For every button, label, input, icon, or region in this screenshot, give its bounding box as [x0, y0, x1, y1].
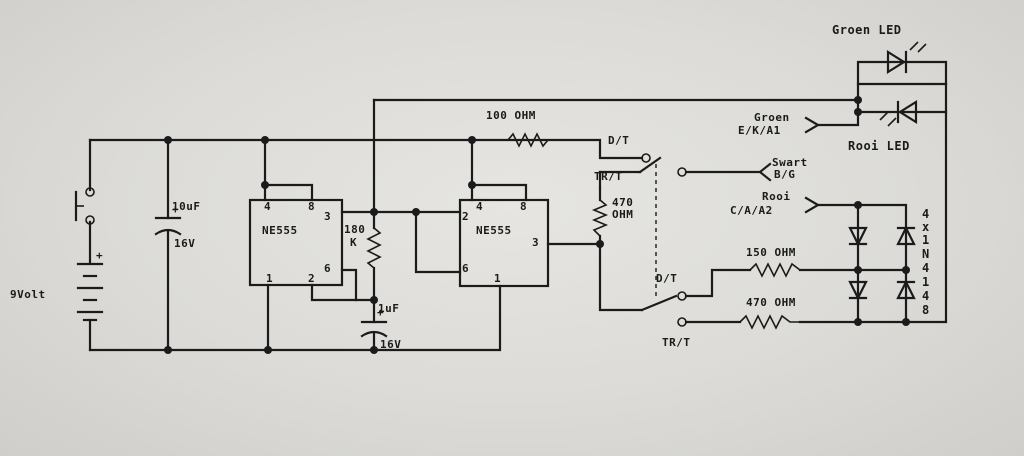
green-led [886, 41, 927, 74]
label-green-led: Groen LED [832, 23, 902, 37]
label-100-ohm: 100 OHM [486, 109, 536, 122]
red-led [879, 100, 918, 127]
ic1-pin-4: 4 [264, 200, 271, 213]
ic1-body [248, 198, 344, 287]
label-diode-code-0: 4 [922, 207, 930, 221]
labels: Groen LED Rooi LED 100 OHM D/T Groen E/K… [10, 23, 930, 351]
label-180k-unit: K [350, 236, 357, 249]
label-rooi-connector-pins: C/A/A2 [730, 204, 773, 217]
ic2-pin-1: 1 [494, 272, 501, 285]
connector-groen [804, 116, 821, 134]
ic2-pin-3: 3 [532, 236, 539, 249]
label-cap2-value: 1uF [378, 302, 399, 315]
diode-bridge [848, 225, 916, 301]
ic2-pin-6: 6 [462, 262, 469, 275]
label-groen-connector: Groen [754, 111, 790, 124]
resistor-100-ohm [507, 132, 549, 148]
svg-text:+: + [96, 249, 103, 262]
label-dt-bottom: D/T [656, 272, 677, 285]
battery-symbol: + [76, 249, 104, 322]
label-470-vertical-unit: OHM [612, 208, 633, 221]
label-180k: 180 [344, 223, 365, 236]
ic2-body [458, 198, 550, 288]
label-swart-connector-pins: B/G [774, 168, 795, 181]
junction-dots [164, 96, 910, 354]
capacitor-1uf: + [360, 306, 388, 338]
resistor-150-ohm [749, 262, 801, 278]
label-groen-connector-pins: E/K/A1 [738, 124, 781, 137]
label-470-vertical: 470 [612, 196, 633, 209]
label-swart-connector: Swart [772, 156, 808, 169]
connector-rooi [804, 196, 821, 214]
label-cap1-value: 10uF [172, 200, 201, 213]
connector-swart [758, 162, 772, 182]
ic2-pin-2: 2 [462, 210, 469, 223]
capacitor-10uf: + [154, 203, 182, 236]
resistor-470-ohm-vertical [591, 199, 609, 237]
ic1-pin-6: 6 [324, 262, 331, 275]
label-diode-code-6: 4 [922, 289, 930, 303]
label-150-ohm: 150 OHM [746, 246, 796, 259]
ic2-pin-4: 4 [476, 200, 483, 213]
label-diode-code-2: 1 [922, 233, 930, 247]
switch-bottom [640, 291, 687, 327]
ic2-pin-8: 8 [520, 200, 527, 213]
wires [88, 60, 948, 352]
ic1-pin-1: 1 [266, 272, 273, 285]
label-rooi-connector: Rooi [762, 190, 791, 203]
ic1-pin-2: 2 [308, 272, 315, 285]
label-trt-top: TR/T [594, 170, 623, 183]
label-rooi-led: Rooi LED [848, 139, 910, 153]
ic1-pin-8: 8 [308, 200, 315, 213]
label-dt-top: D/T [608, 134, 629, 147]
svg-text:+: + [172, 203, 179, 216]
label-ic2: NE555 [476, 224, 512, 237]
svg-text:+: + [377, 306, 384, 319]
label-diode-code-7: 8 [922, 303, 930, 317]
push-switch [74, 187, 95, 225]
label-battery: 9Volt [10, 288, 46, 301]
label-trt-bottom: TR/T [662, 336, 691, 349]
label-diode-code-1: x [922, 220, 930, 234]
switch-top [598, 153, 687, 300]
resistor-470-ohm-horizontal [739, 314, 800, 330]
label-cap2-voltage: 16V [380, 338, 401, 351]
label-diode-code-3: N [922, 247, 930, 261]
label-470-ohm-horizontal: 470 OHM [746, 296, 796, 309]
label-ic1: NE555 [262, 224, 298, 237]
label-cap1-voltage: 16V [174, 237, 195, 250]
ic1-pin-3: 3 [324, 210, 331, 223]
label-diode-code-5: 1 [922, 275, 930, 289]
resistor-180k [366, 227, 382, 269]
label-diode-code-4: 4 [922, 261, 930, 275]
